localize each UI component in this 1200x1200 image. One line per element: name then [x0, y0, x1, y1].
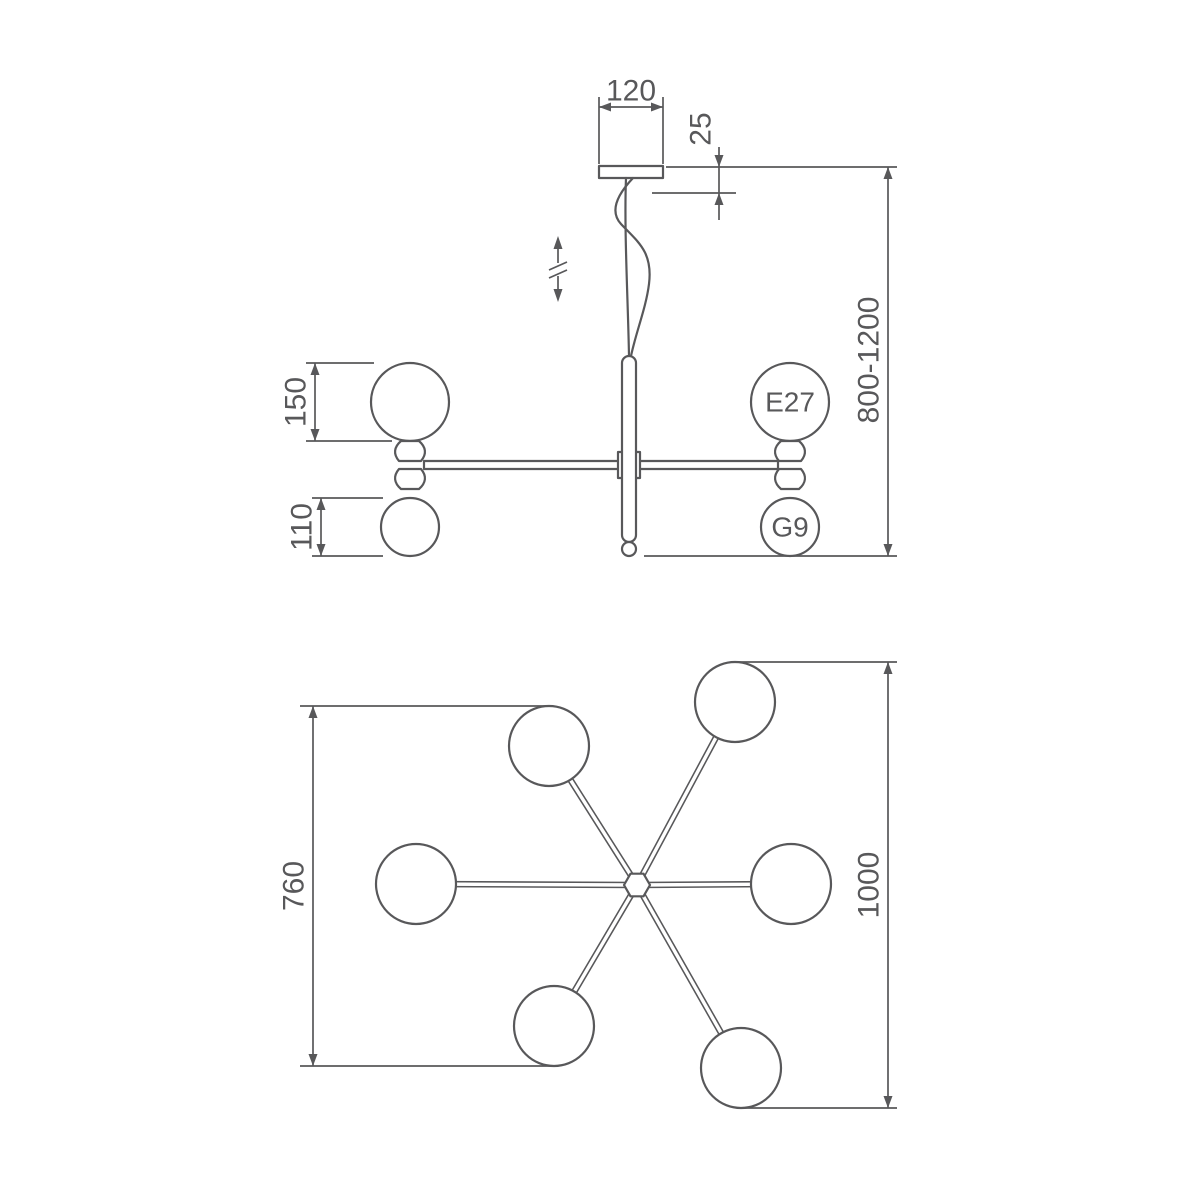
left-bottom-globe	[379, 496, 441, 558]
right-lamp-holder-top	[774, 439, 806, 463]
dimension-label: 110	[286, 503, 319, 551]
dimension-plan-overall: 1000	[733, 661, 897, 1109]
horizontal-arm	[422, 459, 780, 471]
rod-finial	[620, 540, 638, 558]
dimension-arrow	[308, 706, 318, 718]
dimension-arrow	[883, 662, 893, 674]
break-tick	[548, 269, 568, 279]
globe-top-left	[507, 704, 591, 788]
dimension-arrow	[310, 429, 320, 441]
dimension-canopy-width: 120	[598, 75, 664, 164]
suspension-cable	[614, 176, 651, 358]
right-lamp-assembly: E27 G9	[749, 361, 831, 558]
globe-right	[749, 842, 833, 926]
dimension-arrow	[714, 155, 724, 167]
left-lamp-holder-bottom	[394, 467, 426, 491]
dimension-arrow	[316, 544, 326, 556]
dimension-arrow	[883, 167, 893, 179]
right-lamp-holder-bottom	[774, 467, 806, 491]
dimension-arrow	[883, 1096, 893, 1108]
plan-globes	[374, 660, 833, 1110]
socket-label-g9: G9	[771, 512, 808, 543]
dimension-height-range: 800-1200	[644, 167, 897, 557]
left-top-globe	[369, 361, 451, 443]
height-adjust-arrow-icon	[548, 236, 568, 302]
dimension-label: 760	[278, 861, 311, 911]
globe-top-right	[693, 660, 777, 744]
adjust-arrow-up	[553, 236, 563, 249]
plan-view: 760 1000	[278, 660, 897, 1110]
globe-bottom-right	[699, 1026, 783, 1110]
cable-slack-curve	[614, 176, 651, 358]
ceiling-canopy	[597, 164, 665, 180]
globe-bottom-left	[512, 984, 596, 1068]
dimension-arrow	[651, 102, 663, 112]
right-bottom-globe	[759, 496, 821, 558]
dimension-label: 1000	[853, 852, 886, 919]
adjust-arrow-down	[553, 289, 563, 302]
dimension-arrow	[714, 193, 724, 205]
dimension-arrow	[599, 102, 611, 112]
cable-line	[624, 176, 631, 358]
dimension-label: 150	[280, 377, 313, 427]
dimension-shade-bottom: 110	[286, 497, 383, 557]
dimension-arrow	[308, 1054, 318, 1066]
socket-label-e27: E27	[765, 387, 815, 418]
center-hub	[622, 872, 652, 898]
dimension-label: 120	[606, 75, 656, 108]
break-tick	[548, 261, 568, 271]
dimension-arrow	[310, 363, 320, 375]
left-lamp-assembly	[369, 361, 451, 558]
dimension-arrow	[316, 498, 326, 510]
radial-arms	[415, 700, 792, 1070]
dimension-plan-inner: 760	[278, 705, 551, 1067]
dimension-label: 800-1200	[853, 297, 886, 424]
dimension-shade-top: 150	[280, 362, 392, 442]
left-lamp-holder-top	[394, 439, 426, 463]
center-rod	[620, 354, 638, 544]
globe-left	[374, 842, 458, 926]
dimension-canopy-height: 25	[652, 112, 897, 220]
side-elevation-view: 120 25 800-1200	[280, 75, 897, 558]
dimension-label: 25	[685, 112, 718, 145]
dimension-arrow	[883, 544, 893, 556]
